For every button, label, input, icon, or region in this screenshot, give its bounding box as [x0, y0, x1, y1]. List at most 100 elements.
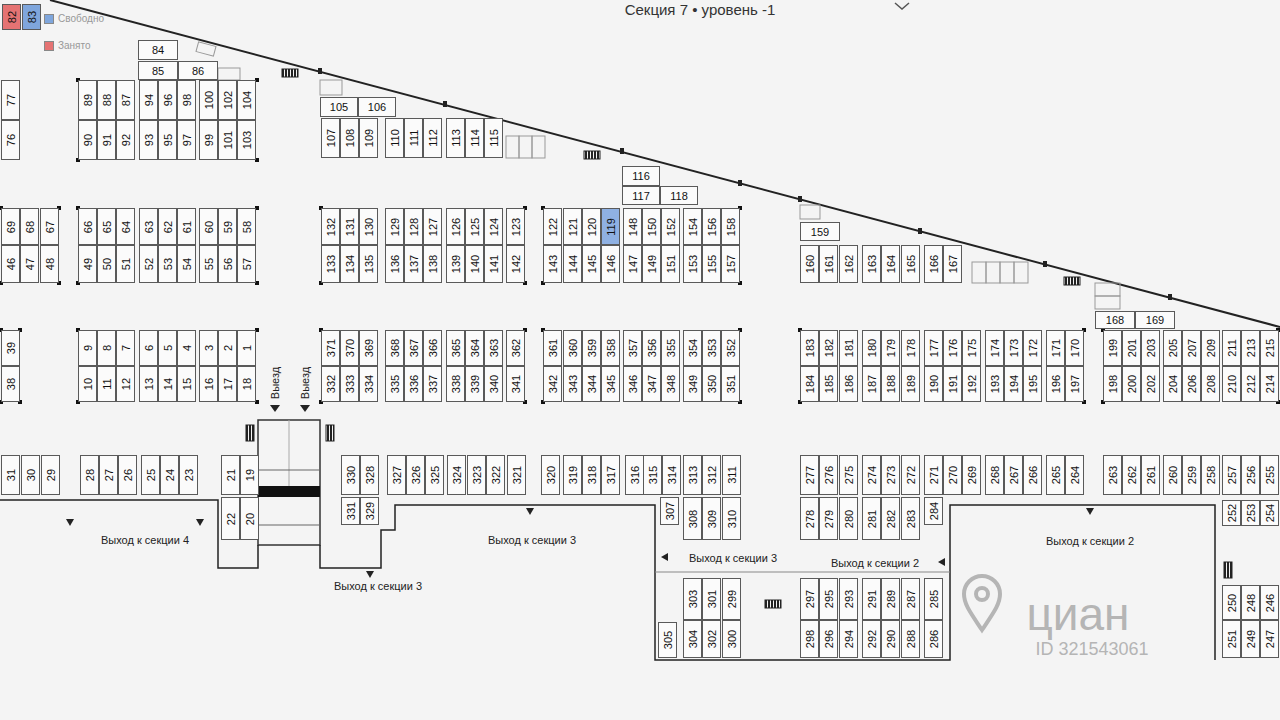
section-title: Секция 7 • уровень -1 [625, 1, 776, 18]
space-number: 264 [1069, 466, 1081, 484]
space-number: 338 [450, 375, 462, 393]
parking-space: 308 [683, 497, 702, 540]
space-number: 108 [344, 129, 356, 147]
space-number: 107 [325, 129, 337, 147]
tick [318, 68, 322, 74]
parking-space: 172 [1023, 330, 1042, 366]
space-number: 52 [143, 258, 155, 270]
parking-space: 208 [1201, 366, 1220, 402]
parking-space: 213 [1241, 330, 1260, 366]
parking-space: 165 [901, 245, 920, 283]
parking-space: 276 [819, 455, 838, 495]
parking-space: 128 [404, 208, 423, 245]
space-number: 164 [885, 255, 897, 273]
parking-space: 319 [563, 455, 582, 495]
space-number: 288 [905, 630, 917, 648]
exit-marker [66, 519, 74, 526]
space-number: 332 [325, 375, 337, 393]
space-number: 343 [567, 375, 579, 393]
space-number: 321 [511, 466, 523, 484]
space-number: 280 [843, 509, 855, 527]
parking-space: 171 [1046, 330, 1065, 366]
parking-space: 293 [839, 578, 858, 620]
space-number: 143 [547, 255, 559, 273]
parking-space: 68 [20, 208, 39, 245]
space-number: 364 [469, 339, 481, 357]
space-number: 141 [488, 255, 500, 273]
parking-space: 92 [116, 120, 135, 160]
space-number: 357 [627, 339, 639, 357]
parking-space: 214 [1260, 366, 1279, 402]
parking-space: 173 [1004, 330, 1023, 366]
parking-space: 101 [218, 120, 237, 160]
parking-space: 119 [601, 208, 620, 245]
parking-space: 76 [1, 120, 20, 160]
parking-space: 178 [901, 330, 920, 366]
space-number: 270 [947, 466, 959, 484]
parking-space: 56 [218, 245, 237, 283]
parking-space: 179 [881, 330, 900, 366]
space-number: 175 [966, 339, 978, 357]
parking-space: 20 [240, 497, 259, 540]
parking-space: 250 [1222, 585, 1241, 620]
space-number: 177 [928, 339, 940, 357]
parking-space: 265 [1046, 455, 1065, 495]
parking-space: 15 [177, 366, 196, 402]
space-number: 290 [885, 630, 897, 648]
parking-space: 120 [582, 208, 601, 245]
space-number: 131 [344, 217, 356, 235]
space-number: 140 [469, 255, 481, 273]
parking-space: 156 [702, 208, 721, 245]
parking-space: 327 [387, 455, 406, 495]
parking-space: 252 [1222, 500, 1241, 526]
parking-space: 268 [985, 455, 1004, 495]
parking-space: 278 [800, 497, 819, 540]
space-number: 130 [363, 217, 375, 235]
parking-space: 51 [116, 245, 135, 283]
parking-space: 64 [116, 208, 135, 245]
parking-space: 323 [467, 455, 486, 495]
space-number: 16 [203, 378, 215, 390]
empty-bay [320, 80, 342, 95]
space-number: 336 [408, 375, 420, 393]
space-number: 106 [368, 101, 386, 113]
space-number: 322 [490, 466, 502, 484]
space-number: 267 [1008, 466, 1020, 484]
space-number: 369 [363, 339, 375, 357]
parking-space: 283 [901, 497, 920, 540]
space-number: 156 [706, 217, 718, 235]
parking-space: 257 [1222, 455, 1241, 495]
space-number: 50 [101, 258, 113, 270]
space-number: 8 [101, 345, 113, 351]
space-number: 187 [866, 375, 878, 393]
parking-space: 183 [800, 330, 819, 366]
parking-space: 359 [582, 330, 601, 366]
space-number: 62 [162, 220, 174, 232]
space-number: 303 [687, 590, 699, 608]
space-number: 292 [866, 630, 878, 648]
space-number: 23 [183, 469, 195, 481]
parking-space: 89 [78, 80, 97, 120]
space-number: 311 [726, 466, 738, 484]
grid-icon [282, 69, 298, 77]
space-number: 191 [947, 375, 959, 393]
parking-space: 282 [881, 497, 900, 540]
parking-space: 116 [622, 166, 660, 186]
space-number: 109 [363, 129, 375, 147]
parking-space: 9 [78, 330, 97, 366]
parking-space: 196 [1046, 366, 1065, 402]
parking-space: 316 [625, 455, 644, 495]
parking-space: 301 [702, 578, 721, 620]
parking-space: 96 [158, 80, 177, 120]
space-number: 367 [408, 339, 420, 357]
parking-space: 273 [881, 455, 900, 495]
parking-space: 91 [97, 120, 116, 160]
parking-space: 65 [97, 208, 116, 245]
parking-space: 199 [1103, 330, 1122, 366]
parking-space: 346 [623, 366, 642, 402]
parking-space: 296 [819, 620, 838, 658]
passage-label: Выход к секции 2 [831, 557, 919, 570]
space-number: 154 [687, 217, 699, 235]
space-number: 246 [1264, 593, 1276, 611]
space-number: 137 [408, 255, 420, 273]
